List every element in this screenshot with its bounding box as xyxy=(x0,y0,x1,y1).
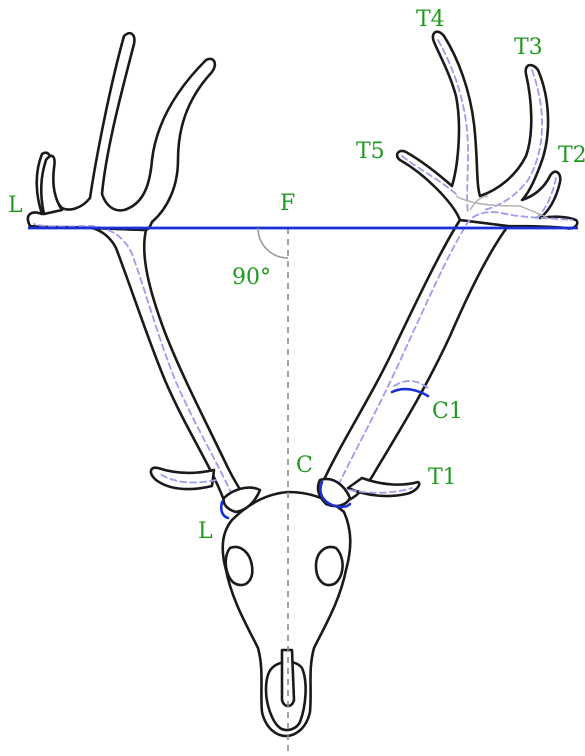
right-antler xyxy=(322,32,577,502)
right-main-beam xyxy=(322,220,508,502)
label-t1: T1 xyxy=(428,465,457,490)
label-c: C xyxy=(296,453,313,478)
label-t3: T3 xyxy=(514,35,543,60)
label-t5: T5 xyxy=(356,139,385,164)
left-tip-tine xyxy=(41,156,62,214)
right-angle-arc xyxy=(258,228,288,258)
label-t4: T4 xyxy=(416,7,445,32)
label-l-beam: L xyxy=(198,519,213,544)
label-angle: 90° xyxy=(232,265,271,290)
label-t2: T2 xyxy=(558,143,585,168)
right-t5-trace xyxy=(402,156,456,194)
label-c1: C1 xyxy=(432,399,463,424)
left-brow-tine xyxy=(151,468,214,489)
right-eye-socket xyxy=(316,547,343,585)
skull xyxy=(223,479,351,736)
label-f: F xyxy=(280,191,295,216)
left-antler xyxy=(28,33,250,506)
label-l-spread: L xyxy=(8,193,23,218)
